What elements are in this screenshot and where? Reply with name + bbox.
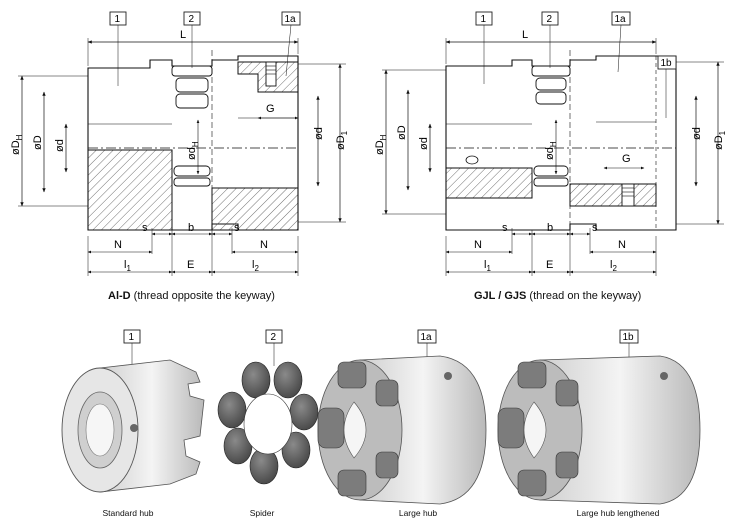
dim-l2-sub-r: 2 <box>612 264 617 273</box>
svg-text:l2: l2 <box>252 259 259 273</box>
dim-N-left-r: N <box>474 239 482 251</box>
right-caption: GJL / GJS (thread on the keyway) <box>474 290 641 302</box>
svg-text:øD1: øD1 <box>335 130 349 150</box>
left-drawing: L 1 2 1a øDH øD ød ødH G ød <box>10 11 349 276</box>
dim-phiD: øD <box>32 135 44 150</box>
part-label-large-hub: Large hub <box>398 508 438 518</box>
dim-N-right: N <box>260 239 268 251</box>
callout-1a: 1a <box>285 14 297 25</box>
dim-phid-left: ød <box>54 139 66 152</box>
callout-1-r: 1 <box>481 14 487 25</box>
dim-s-right-r: s <box>592 222 598 234</box>
dim-phidH-sub: H <box>191 141 200 147</box>
dim-phiD1-sub: 1 <box>340 130 349 135</box>
callout-1: 1 <box>115 14 121 25</box>
dim-N-left: N <box>114 239 122 251</box>
dim-phiDH: øD <box>10 140 22 155</box>
dim-s-right: s <box>234 222 240 234</box>
callout-2: 2 <box>189 14 195 25</box>
svg-text:øD1: øD1 <box>713 130 727 150</box>
standard-hub-illustration: 1 <box>61 329 205 493</box>
dim-phiD1: øD <box>335 135 347 150</box>
dim-l2: l <box>252 259 254 271</box>
dim-G: G <box>266 103 275 115</box>
left-caption-rest: (thread opposite the keyway) <box>130 290 275 302</box>
dim-l2-sub: 2 <box>254 264 259 273</box>
dim-phiD1-sub-r: 1 <box>718 130 727 135</box>
part-label-standard-hub: Standard hub <box>102 508 154 518</box>
dim-l1-r: l <box>484 259 486 271</box>
part-badge-2: 2 <box>271 332 277 343</box>
left-caption: Al-D (thread opposite the keyway) <box>108 290 275 302</box>
large-hub-lengthened-illustration: 1b <box>497 329 701 505</box>
dim-phiD1-r: øD <box>713 135 725 150</box>
callout-box-1b-r <box>657 55 677 70</box>
dim-s-left: s <box>142 222 148 234</box>
left-caption-bold: Al-D <box>108 290 131 302</box>
dim-phiDH-sub-r: H <box>379 134 388 140</box>
part-badge-1b: 1b <box>623 332 635 343</box>
part-label-spider: Spider <box>249 508 275 518</box>
dim-L: L <box>180 29 186 41</box>
dim-l1: l <box>124 259 126 271</box>
dim-phiDH-r: øD <box>374 140 386 155</box>
dim-N-right-r: N <box>618 239 626 251</box>
part-badge-1a: 1a <box>421 332 433 343</box>
svg-text:ødH: ødH <box>186 141 200 160</box>
dim-b: b <box>188 222 194 234</box>
spider-illustration: 2 <box>217 329 319 485</box>
callout-1a-r: 1a <box>615 14 627 25</box>
large-hub-illustration: 1a <box>317 329 487 505</box>
right-caption-bold: GJL / GJS <box>474 290 527 302</box>
dim-l1-sub-r: 1 <box>486 264 491 273</box>
dim-phidH-sub-r: H <box>549 141 558 147</box>
dim-phidH: ød <box>186 147 198 160</box>
svg-text:l1: l1 <box>484 259 491 273</box>
svg-text:øDH: øDH <box>10 134 24 155</box>
dim-phiD-r: øD <box>396 125 408 140</box>
callout-2-r: 2 <box>547 14 553 25</box>
svg-text:l1: l1 <box>124 259 131 273</box>
dim-L-r: L <box>522 29 528 41</box>
right-caption-rest: (thread on the keyway) <box>526 290 642 302</box>
svg-text:l2: l2 <box>610 259 617 273</box>
dim-b-r: b <box>547 222 553 234</box>
dim-phid-right-r: ød <box>691 127 703 140</box>
part-label-large-hub-lengthened: Large hub lengthened <box>576 508 660 518</box>
dim-s-left-r: s <box>502 222 508 234</box>
svg-text:øDH: øDH <box>374 134 388 155</box>
dim-G-r: G <box>622 153 631 165</box>
dim-phidH-r: ød <box>544 147 556 160</box>
callout-1b-r: 1b <box>661 58 673 69</box>
dim-E-r: E <box>546 259 553 271</box>
right-drawing: L 1 2 1a 1b øDH øD ød ødH G ød <box>374 11 727 276</box>
dim-E: E <box>187 259 194 271</box>
svg-text:ødH: ødH <box>544 141 558 160</box>
dim-l2-r: l <box>610 259 612 271</box>
dim-phid-right: ød <box>313 127 325 140</box>
dim-l1-sub: 1 <box>126 264 131 273</box>
dim-phiDH-sub: H <box>15 134 24 140</box>
part-badge-1: 1 <box>129 332 135 343</box>
dim-phid-left-r: ød <box>418 137 430 150</box>
